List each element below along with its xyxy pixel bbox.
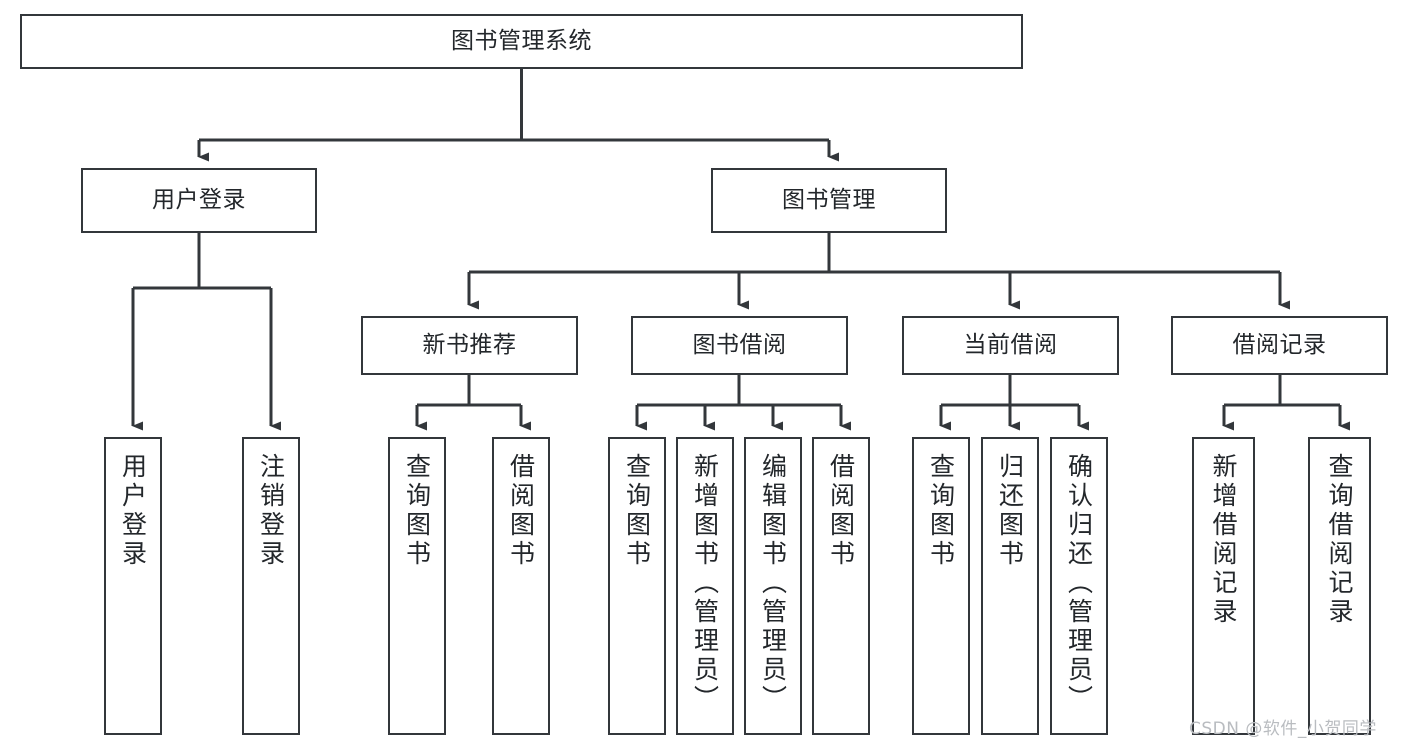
node-user-login[interactable]: 用户登录 — [81, 168, 317, 233]
node-label: 查询借阅记录 — [1325, 453, 1354, 627]
leaf-current-confirm-return[interactable]: 确认归还（管理员） — [1050, 437, 1108, 735]
node-label: 借阅记录 — [1232, 331, 1327, 358]
node-label: 注销登录 — [256, 453, 286, 569]
leaf-user-login-signout[interactable]: 注销登录 — [242, 437, 300, 735]
node-label: 查询图书 — [622, 453, 652, 569]
leaf-records-query-record[interactable]: 查询借阅记录 — [1308, 437, 1371, 735]
node-label: 当前借阅 — [963, 331, 1058, 358]
leaf-records-add-record[interactable]: 新增借阅记录 — [1192, 437, 1255, 735]
node-label: 图书管理系统 — [451, 27, 592, 54]
node-label: 新书推荐 — [422, 331, 517, 358]
node-label: 新增借阅记录 — [1209, 453, 1238, 627]
leaf-borrow-borrow-book[interactable]: 借阅图书 — [812, 437, 870, 735]
leaf-new-book-query[interactable]: 查询图书 — [388, 437, 446, 735]
node-label: 图书管理 — [782, 186, 876, 213]
leaf-new-book-borrow[interactable]: 借阅图书 — [492, 437, 550, 735]
leaf-user-login-signin[interactable]: 用户登录 — [104, 437, 162, 735]
node-label: 借阅图书 — [826, 453, 856, 569]
csdn-watermark: CSDN @软件_小贺同学 — [1189, 719, 1377, 739]
node-new-book-recommend[interactable]: 新书推荐 — [361, 316, 578, 375]
node-label: 用户登录 — [152, 186, 246, 213]
node-current-borrow[interactable]: 当前借阅 — [902, 316, 1119, 375]
node-label: 新增图书（管理员） — [690, 453, 720, 714]
node-root-system[interactable]: 图书管理系统 — [20, 14, 1023, 69]
node-book-management[interactable]: 图书管理 — [711, 168, 947, 233]
node-book-borrow[interactable]: 图书借阅 — [631, 316, 848, 375]
leaf-current-query-book[interactable]: 查询图书 — [912, 437, 970, 735]
node-label: 用户登录 — [118, 453, 148, 569]
node-label: 确认归还（管理员） — [1064, 453, 1094, 714]
node-label: 查询图书 — [402, 453, 432, 569]
node-label: 借阅图书 — [506, 453, 536, 569]
leaf-current-return-book[interactable]: 归还图书 — [981, 437, 1039, 735]
node-label: 查询图书 — [926, 453, 956, 569]
node-label: 归还图书 — [995, 453, 1025, 569]
node-borrow-records[interactable]: 借阅记录 — [1171, 316, 1388, 375]
node-label: 图书借阅 — [692, 331, 787, 358]
leaf-borrow-query-book[interactable]: 查询图书 — [608, 437, 666, 735]
leaf-borrow-add-book[interactable]: 新增图书（管理员） — [676, 437, 734, 735]
node-label: 编辑图书（管理员） — [758, 453, 788, 714]
leaf-borrow-edit-book[interactable]: 编辑图书（管理员） — [744, 437, 802, 735]
